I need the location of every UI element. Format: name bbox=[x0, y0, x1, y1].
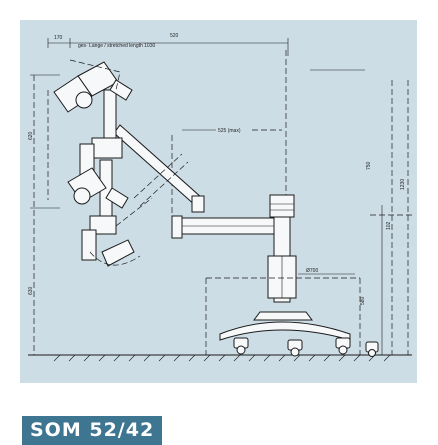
microscope-head-lower bbox=[67, 159, 141, 267]
microscope-diagram: 170 520 ges· Länge / stretched length 10… bbox=[28, 33, 412, 362]
top-dimension-line bbox=[47, 38, 289, 56]
top-dim-center-label: 520 bbox=[170, 33, 179, 39]
support-arm bbox=[113, 124, 275, 239]
base-dim-width-label: Ø700 bbox=[306, 268, 318, 274]
right-dimension-lines bbox=[310, 69, 412, 355]
left-dim-lower-label: 630 bbox=[28, 286, 34, 295]
top-dim-left-label: 170 bbox=[54, 35, 63, 41]
left-dimension-lines bbox=[30, 74, 60, 355]
arm-dim-label: 525 (max) bbox=[218, 128, 241, 134]
base-dimension bbox=[205, 273, 361, 355]
microscope-head-upper bbox=[53, 59, 133, 179]
right-dim-side-label: 750 bbox=[366, 161, 372, 170]
floor-hatch bbox=[28, 354, 412, 362]
left-dim-upper-label: 620 bbox=[28, 131, 34, 140]
base-dim-height-label: 580 bbox=[360, 296, 366, 305]
right-dim-mid-label: 102 bbox=[386, 221, 392, 230]
stand-base bbox=[219, 311, 379, 357]
stand-column bbox=[267, 194, 297, 303]
right-dim-column-label: 1230 bbox=[400, 179, 406, 190]
arm-ghost-position bbox=[115, 153, 189, 227]
top-dim-legend-label: ges· Länge / stretched length 1030 bbox=[78, 43, 155, 49]
model-label: SOM 52/42 bbox=[22, 416, 163, 445]
